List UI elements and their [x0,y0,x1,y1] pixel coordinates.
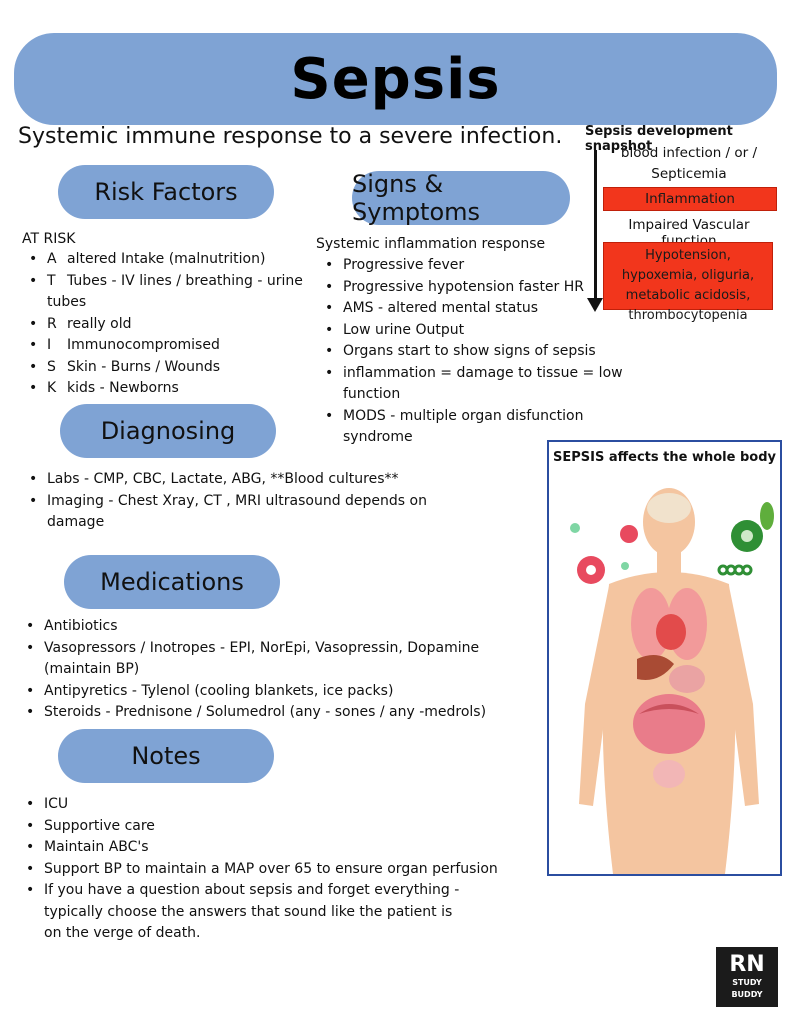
mnemonic-letter: A [47,251,57,267]
logo-rn-text: RN [729,952,765,977]
risk-factors-heading-text: Risk Factors [94,178,238,206]
list-item: Labs - CMP, CBC, Lactate, ABG, **Blood c… [23,469,483,491]
risk-factor-text: Immunocompromised [67,337,220,353]
list-item: AMS - altered mental status [319,298,649,320]
list-item: Steroids - Prednisone / Solumedrol (any … [20,702,540,724]
list-item: Support BP to maintain a MAP over 65 to … [20,859,500,881]
body-illustration-panel: SEPSIS affects the whole body [547,440,782,876]
risk-factor-text: Tubes - IV lines / breathing - urine tub… [47,272,303,311]
notes-heading: Notes [58,729,274,783]
risk-factors-heading: Risk Factors [58,165,274,219]
list-item: Antipyretics - Tylenol (cooling blankets… [20,681,540,703]
list-item: MODS - multiple organ disfunction syndro… [319,406,649,449]
notes-list: ICU Supportive care Maintain ABC's Suppo… [20,794,500,945]
medications-heading: Medications [64,555,280,609]
list-item: I Immunocompromised [23,335,323,357]
diagnosing-heading: Diagnosing [60,404,276,458]
snapshot-line1: blood infection / or / [620,145,758,161]
diagnosing-heading-text: Diagnosing [100,417,236,445]
list-item: S Skin - Burns / Wounds [23,357,323,379]
list-item: Imaging - Chest Xray, CT , MRI ultrasoun… [23,491,483,534]
list-item: Vasopressors / Inotropes - EPI, NorEpi, … [20,638,540,681]
snapshot-box-inflammation: Inflammation [603,187,777,211]
mnemonic-letter: R [47,315,57,332]
page-title: Sepsis [290,46,501,112]
list-item: Antibiotics [20,616,540,638]
human-body-icon [570,488,774,874]
rn-study-buddy-logo: RN STUDY BUDDY [716,947,778,1007]
mnemonic-letter: K [47,380,57,396]
signs-symptoms-heading-text: Signs & Symptoms [352,170,481,226]
list-item: Organs start to show signs of sepsis [319,341,649,363]
down-arrow-icon [587,298,603,312]
list-item: ICU [20,794,500,816]
progression-arrow-line [594,150,597,300]
list-item: Maintain ABC's [20,837,500,859]
medications-list: Antibiotics Vasopressors / Inotropes - E… [20,616,540,724]
snapshot-box-outcomes: Hypotension, hypoxemia, oliguria, metabo… [603,242,773,323]
body-panel-title: SEPSIS affects the whole body [553,450,776,465]
list-item: Supportive care [20,816,500,838]
medications-heading-text: Medications [100,568,244,596]
title-banner: Sepsis [14,33,777,125]
risk-factors-intro: AT RISK [22,231,76,247]
signs-intro: Systemic inflammation response [316,236,546,252]
mnemonic-letter: T [47,272,56,289]
list-item: If you have a question about sepsis and … [20,880,474,945]
risk-factor-text: kids - Newborns [67,380,179,396]
risk-factor-text: altered Intake (malnutrition) [67,251,266,267]
logo-study-buddy-text: STUDY BUDDY [731,978,763,999]
page-subtitle: Systemic immune response to a severe inf… [18,124,563,149]
risk-factor-text: really old [67,315,132,332]
list-item: inflammation = damage to tissue = low fu… [319,363,649,406]
list-item: Low urine Output [319,320,649,342]
list-item: Progressive fever [319,255,649,277]
mnemonic-letter: S [47,358,56,375]
risk-factor-text: Skin - Burns / Wounds [67,358,220,375]
notes-heading-text: Notes [131,742,201,770]
snapshot-heading: Sepsis development snapshot [585,124,733,154]
snapshot-line2: Septicemia [651,166,727,182]
diagnosing-list: Labs - CMP, CBC, Lactate, ABG, **Blood c… [23,469,483,534]
list-item: Progressive hypotension faster HR [319,277,649,299]
mnemonic-letter: I [47,337,52,353]
signs-symptoms-heading: Signs & Symptoms [352,170,570,226]
signs-list: Progressive fever Progressive hypotensio… [319,255,649,449]
